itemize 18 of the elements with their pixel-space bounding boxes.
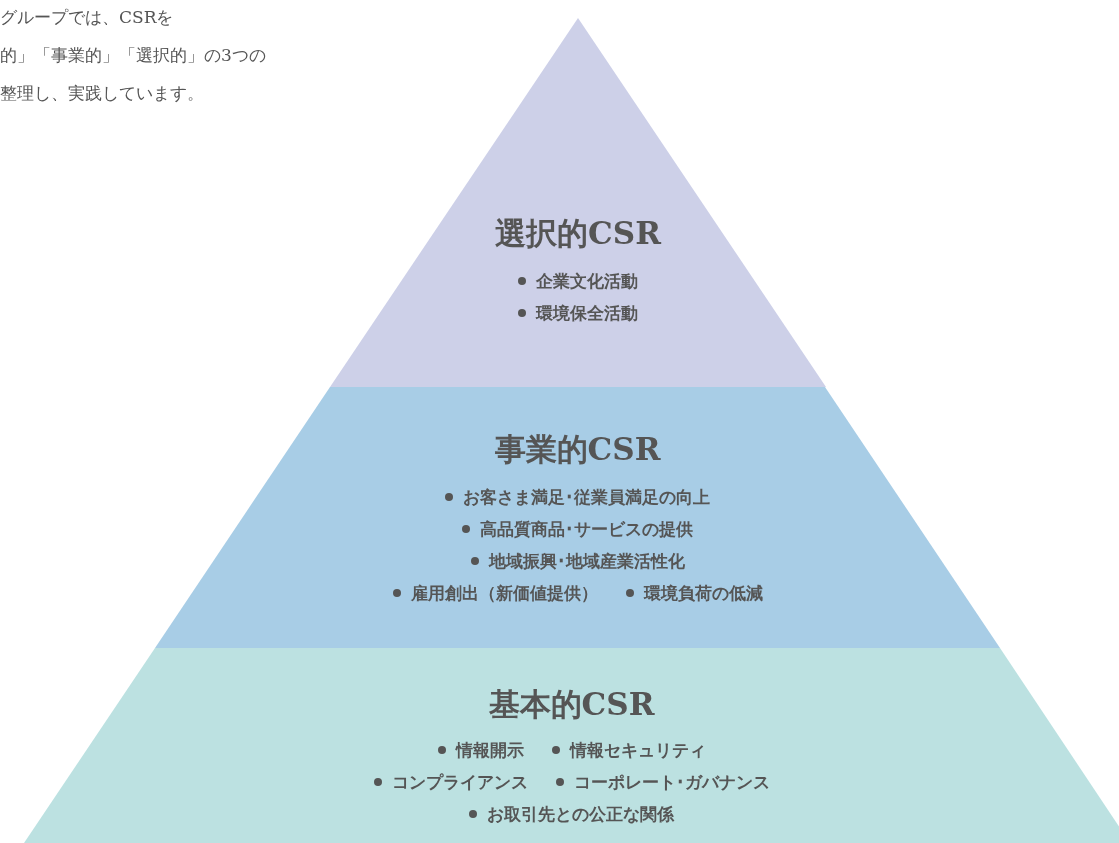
list-item: 情報セキュリティ xyxy=(569,740,706,760)
list-item: お客さま満足･従業員満足の向上 xyxy=(463,487,710,507)
list-item: お取引先との公正な関係 xyxy=(487,804,674,824)
list-item: 情報開示 xyxy=(455,740,524,760)
list-item: 地域振興･地域産業活性化 xyxy=(488,551,685,571)
list-item: コーポレート･ガバナンス xyxy=(573,772,770,792)
list-item: 雇用創出（新価値提供） xyxy=(410,583,598,603)
list-item: 企業文化活動 xyxy=(536,271,638,291)
list-item: 環境負荷の低減 xyxy=(643,583,763,603)
tier-heading: 選択的CSR xyxy=(495,215,661,251)
intro-text: グループでは、CSRを xyxy=(0,6,174,29)
tier-heading: 事業的CSR xyxy=(494,431,661,467)
list-item: コンプライアンス xyxy=(391,772,528,792)
tier-heading: 基本的CSR xyxy=(488,686,655,722)
intro-text: 的」「事業的」「選択的」の3つの xyxy=(0,44,266,67)
list-item: 高品質商品･サービスの提供 xyxy=(480,519,693,539)
intro-text: 整理し、実践しています。 xyxy=(0,82,204,105)
list-item: 環境保全活動 xyxy=(536,303,638,323)
